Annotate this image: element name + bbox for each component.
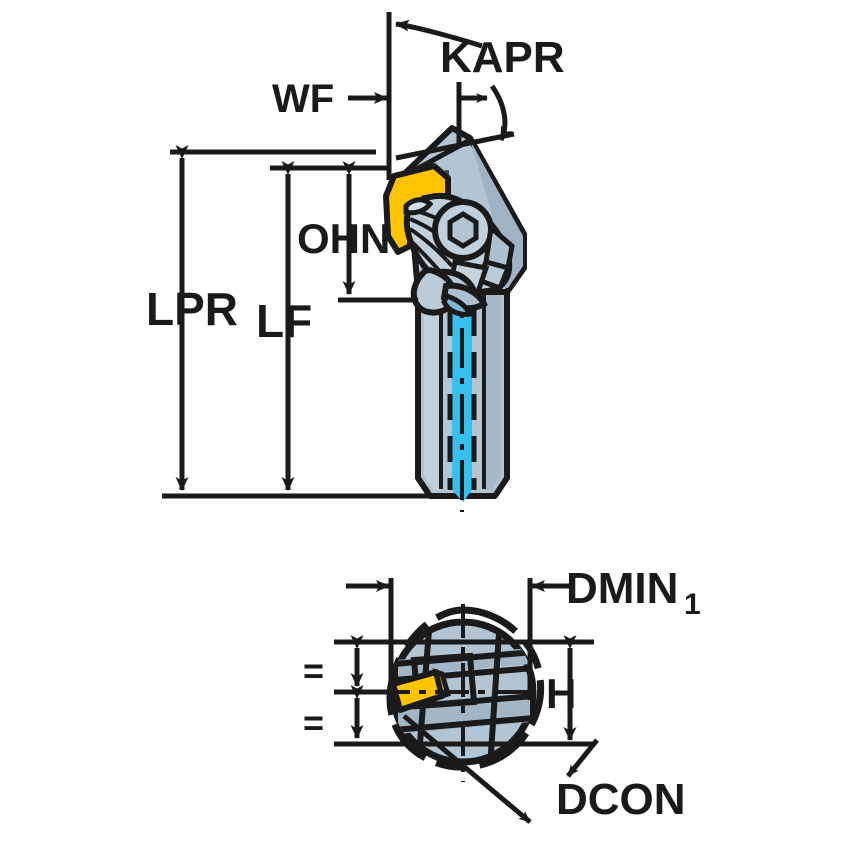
dcon-leader-short (566, 738, 599, 778)
label-wf: WF (272, 77, 334, 121)
dcon-leader-diagonal (402, 714, 532, 824)
shank-face-left (424, 292, 441, 490)
kapr-arc-lower (489, 84, 513, 142)
clamp-lower-assembly (410, 267, 488, 317)
side-view-tool (383, 125, 527, 512)
section-break-contour (386, 606, 545, 771)
kapr-arc-upper (395, 19, 483, 49)
clamp-nose (403, 197, 434, 216)
side-view-dimensions: WF KAPR LPR LF OHN (146, 12, 565, 499)
clamp-mechanism (403, 193, 515, 300)
clamp-coolant-port (441, 292, 474, 317)
label-h: H (546, 670, 576, 717)
label-dmin: DMIN (566, 564, 678, 613)
equal-mark-upper: = (303, 650, 324, 691)
equal-mark-lower: = (303, 702, 324, 743)
label-dcon: DCON (556, 775, 686, 824)
label-dmin-subscript: 1 (684, 588, 701, 621)
coolant-channel (447, 262, 477, 512)
kapr-edge-line (395, 131, 515, 161)
cross-section-view: H = = DMIN 1 DCON (303, 564, 701, 824)
shank-face-right (484, 292, 501, 490)
clamp-hex-socket (447, 211, 479, 249)
clamp-rib-3 (408, 227, 454, 268)
label-lpr: LPR (146, 283, 238, 335)
label-kapr: KAPR (440, 33, 565, 82)
label-ohn: OHN (297, 215, 390, 262)
label-lf: LF (256, 295, 312, 347)
